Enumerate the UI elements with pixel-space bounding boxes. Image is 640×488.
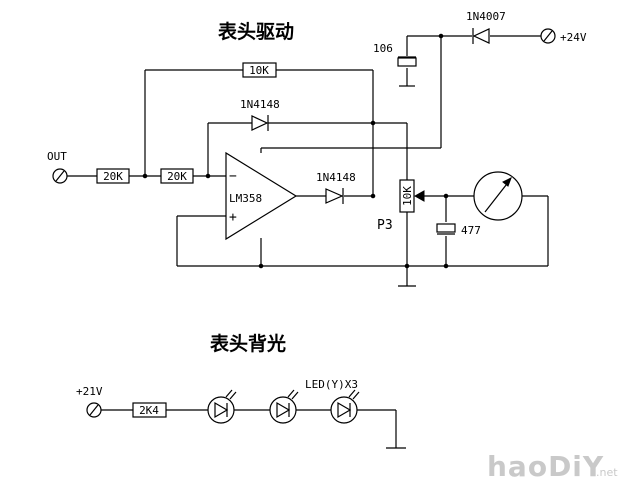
supply-24v-label: +24V [560, 31, 587, 44]
driver-title: 表头驱动 [218, 20, 294, 43]
out-terminal [52, 168, 68, 184]
pot-name-label: P3 [377, 218, 393, 233]
led-3 [330, 389, 360, 424]
diode-feedback [251, 115, 269, 131]
resistor-20k-2-label: 20K [167, 170, 187, 183]
resistor-20k-2: 20K [160, 168, 194, 184]
opamp-lm358: − + LM358 [225, 151, 298, 241]
opamp-label: LM358 [229, 192, 262, 205]
supply-24v-terminal [540, 28, 556, 44]
diode-feedback-label: 1N4148 [240, 98, 280, 111]
backlight-wires [101, 409, 406, 449]
led-label: LED(Y)X3 [305, 378, 358, 391]
resistor-20k-1-label: 20K [103, 170, 123, 183]
supply-21v-label: +21V [76, 385, 103, 398]
opamp-plus-sign: + [229, 210, 237, 225]
capacitor-106 [397, 56, 417, 67]
resistor-2k4: 2K4 [132, 402, 167, 418]
watermark-brand: haoDiY [487, 450, 604, 483]
led-1 [207, 389, 237, 424]
capacitor-477-label: 477 [461, 224, 481, 237]
meter-icon [473, 171, 523, 221]
led-2 [269, 389, 299, 424]
opamp-minus-sign: − [229, 169, 237, 184]
diode-supply [472, 28, 490, 44]
junction-dots [142, 33, 449, 269]
driver-wires [67, 35, 549, 287]
resistor-10k-feedback: 10K [242, 62, 277, 78]
watermark-suffix: .net [596, 466, 618, 479]
backlight-title: 表头背光 [210, 332, 286, 355]
pot-value-label: 10K [401, 186, 414, 206]
capacitor-477 [436, 223, 456, 235]
potentiometer-p3: 10K [399, 179, 425, 213]
diode-output-label: 1N4148 [316, 171, 356, 184]
resistor-10k-label: 10K [249, 64, 269, 77]
diode-output [325, 188, 344, 204]
resistor-2k4-label: 2K4 [139, 404, 159, 417]
capacitor-106-label: 106 [373, 42, 393, 55]
out-label: OUT [47, 150, 67, 163]
diode-supply-label: 1N4007 [466, 10, 506, 23]
supply-21v-terminal [86, 402, 102, 418]
resistor-20k-1: 20K [96, 168, 130, 184]
